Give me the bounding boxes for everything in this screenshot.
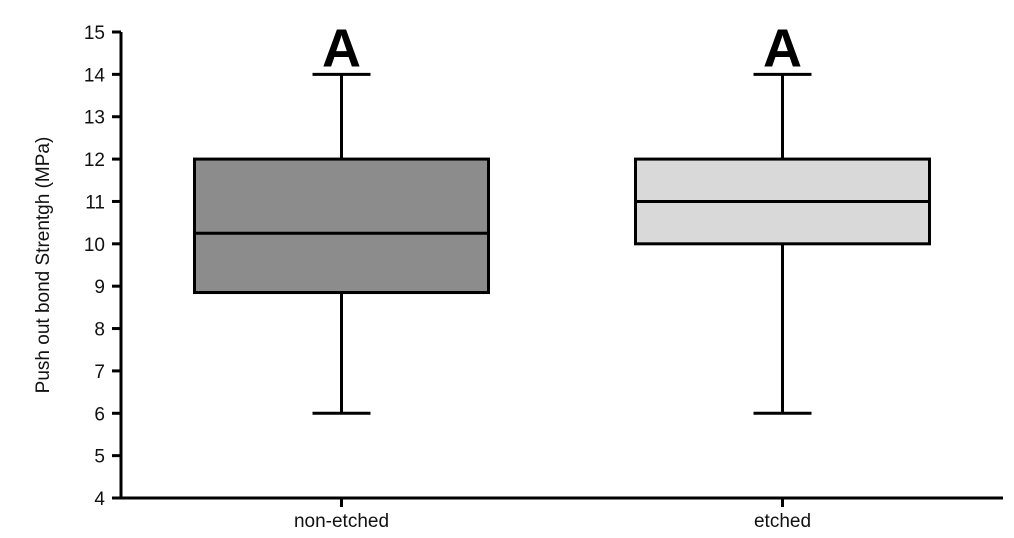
y-tick-label: 14 xyxy=(84,65,106,86)
box-etched: A xyxy=(634,18,931,415)
interquartile-box xyxy=(193,157,490,295)
y-tick-label: 5 xyxy=(94,447,105,468)
y-tick-label: 12 xyxy=(84,150,105,171)
x-tick-label: etched xyxy=(754,511,811,532)
y-tick-label: 15 xyxy=(84,23,105,44)
y-tick-label: 8 xyxy=(94,320,105,341)
y-tick-label: 4 xyxy=(94,489,105,510)
y-tick-label: 10 xyxy=(84,235,105,256)
x-tick-labels: non-etched etched xyxy=(294,498,811,532)
y-tick-label: 7 xyxy=(94,362,105,383)
y-tick-label: 9 xyxy=(94,277,105,298)
y-tick-label: 11 xyxy=(85,192,105,213)
y-tick-label: 6 xyxy=(94,404,105,425)
significance-letter: A xyxy=(322,18,361,78)
box-non-etched: A xyxy=(193,18,490,415)
y-ticks: 4 5 6 7 8 9 10 11 12 13 14 15 xyxy=(84,23,121,510)
y-tick-label: 13 xyxy=(84,108,105,129)
x-tick-label: non-etched xyxy=(294,511,389,532)
axes xyxy=(119,32,1003,500)
significance-letter: A xyxy=(763,18,802,78)
y-axis-label: Push out bond Strentgh (MPa) xyxy=(33,137,54,394)
